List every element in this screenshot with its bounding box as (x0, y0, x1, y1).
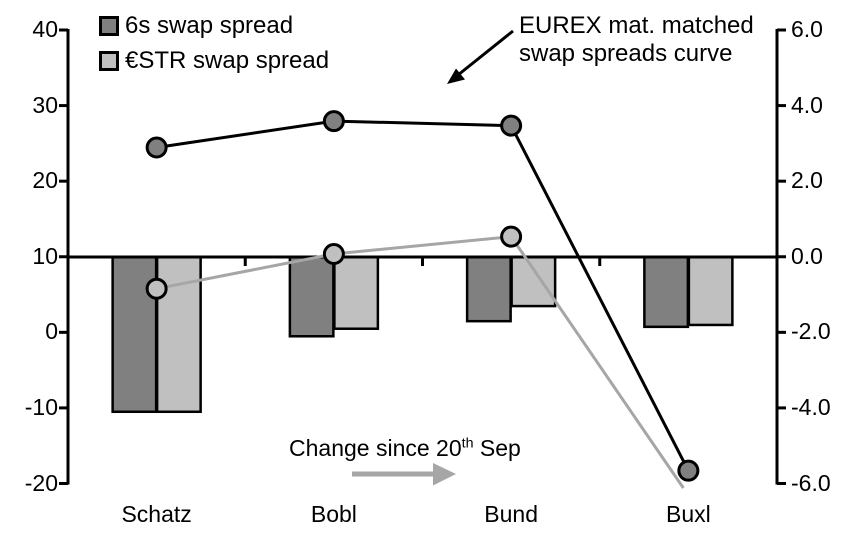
left-axis-tick-label: 20 (32, 167, 58, 194)
curve-annotation-arrow-shaft (457, 29, 514, 77)
left-axis-tick-label: 0 (45, 318, 58, 345)
marker-6s-bund (500, 114, 523, 137)
bar-6s-bund (465, 255, 512, 323)
bar-6s-bobl (288, 255, 335, 338)
bar-estr-bund (510, 255, 557, 308)
bar-estr-bobl (333, 255, 380, 330)
legend-swatch-6s-icon (99, 15, 119, 36)
line-6s-curve (156, 119, 690, 472)
line-estr-curve (156, 235, 685, 489)
marker-6s-bobl (322, 110, 345, 133)
left-axis-tick-label: -10 (24, 393, 58, 420)
bar-6s-buxl (643, 255, 690, 329)
right-axis-tick-label: 2.0 (791, 167, 823, 194)
category-label-bund: Bund (484, 501, 538, 527)
left-axis-tick-label: -20 (24, 469, 58, 496)
annotation-curve-label: EUREX mat. matched swap spreads curve (519, 12, 754, 68)
annotation-change-superscript: th (461, 435, 474, 452)
category-label-bobl: Bobl (310, 501, 357, 527)
right-axis-tick-label: 0.0 (791, 242, 823, 269)
marker-estr-bobl (322, 242, 345, 265)
legend-label-estr: €STR swap spread (125, 46, 330, 74)
category-label-buxl: Buxl (666, 501, 711, 527)
marker-estr-schatz (145, 277, 168, 300)
marker-estr-bund (500, 225, 523, 248)
legend-label-6s: 6s swap spread (125, 11, 294, 39)
right-axis-tick-label: -6.0 (791, 469, 831, 496)
marker-6s-buxl (677, 459, 700, 482)
bar-estr-buxl (687, 255, 734, 327)
annotation-change-label: Change since 20th Sep (289, 435, 521, 462)
curve-annotation-arrow-head-icon (447, 68, 465, 84)
left-axis-tick-label: 40 (32, 16, 58, 42)
annotation-curve-line1: EUREX mat. matched (519, 12, 754, 39)
right-axis-tick-label: -4.0 (791, 393, 831, 420)
left-axis-tick-label: 10 (32, 242, 58, 269)
right-axis-tick-label: 4.0 (791, 91, 823, 118)
category-label-schatz: Schatz (121, 501, 192, 527)
left-axis-tick-label: 30 (32, 91, 58, 118)
change-annotation-arrow-shaft (352, 471, 433, 477)
annotation-curve-line2: swap spreads curve (519, 40, 733, 67)
change-annotation-arrow-head-icon (433, 463, 456, 486)
legend-swatch-estr-icon (99, 50, 119, 71)
bar-6s-schatz (111, 255, 158, 414)
chart-legend: 6s swap spread €STR swap spread (99, 12, 329, 82)
legend-item-6s: 6s swap spread (99, 12, 329, 39)
annotation-change-prefix: Change since 20 (289, 435, 462, 461)
legend-item-estr: €STR swap spread (99, 47, 329, 74)
annotation-change-suffix: Sep (473, 435, 521, 461)
right-axis-tick-label: 6.0 (791, 16, 823, 42)
marker-6s-schatz (145, 136, 168, 159)
right-axis-tick-label: -2.0 (791, 318, 831, 345)
